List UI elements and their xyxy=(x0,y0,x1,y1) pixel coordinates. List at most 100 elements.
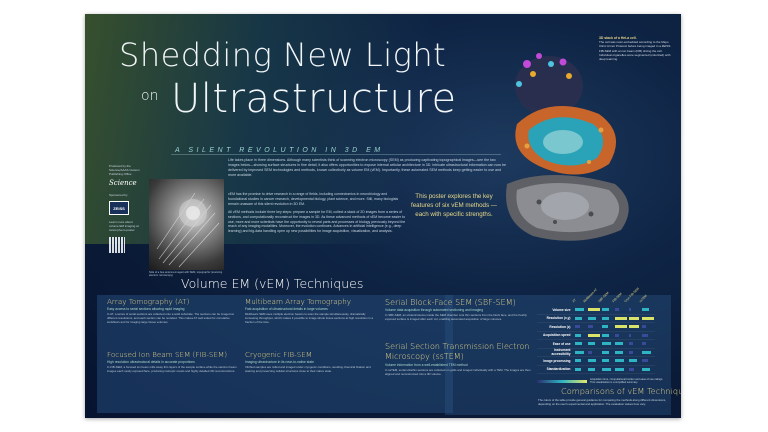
comparison-cell xyxy=(574,341,588,347)
comparison-bar xyxy=(642,308,649,312)
comparison-bar xyxy=(628,350,633,354)
comparison-cell xyxy=(614,358,628,364)
comparison-cell xyxy=(614,324,628,330)
comparison-cell xyxy=(601,324,615,330)
comparison-bar xyxy=(588,308,600,312)
comparison-bar xyxy=(601,325,609,329)
legend-text: Acquisition time, computational burden a… xyxy=(590,378,663,385)
comparison-cell xyxy=(601,358,615,364)
hela-cell-illustration xyxy=(489,34,649,254)
technique-desc: Imaging ultrastructure in its near-to-na… xyxy=(245,360,314,364)
intro-text: Life takes place in three dimensions. Al… xyxy=(228,158,506,177)
techniques-panel xyxy=(97,295,453,413)
comparison-bar xyxy=(601,333,610,337)
comparison-cell xyxy=(574,307,588,313)
comparison-cell xyxy=(641,341,655,347)
comparison-bar xyxy=(642,342,647,346)
technique-name: Focused Ion Beam SEM (FIB-SEM) xyxy=(107,350,228,359)
title-rule xyxy=(171,154,501,155)
technique-name: Multibeam Array Tomography xyxy=(245,297,352,306)
body-text: vEM has the promise to drive research in… xyxy=(228,192,406,237)
comparison-bar xyxy=(642,316,655,320)
body-paragraph-2: All vEM methods include three key steps:… xyxy=(228,209,406,234)
comparison-bar xyxy=(642,359,648,363)
comparison-row: Volume size xyxy=(537,306,655,315)
comparison-bar xyxy=(588,325,594,329)
comparison-bar xyxy=(615,350,624,354)
callout-text: This poster explores the key features of… xyxy=(411,193,497,218)
comparison-cell xyxy=(628,366,642,372)
comparison-cell xyxy=(628,349,642,355)
comparison-cell xyxy=(641,358,655,364)
comparison-bar xyxy=(574,325,580,329)
comparison-bar xyxy=(628,316,640,320)
comparison-cell xyxy=(641,324,655,330)
technique-desc: Fast acquisition of ultrastructural deta… xyxy=(245,307,328,311)
technique-sstem: Serial Section Transmission Electron Mic… xyxy=(385,342,535,377)
comparison-description: The colors of the table provide general … xyxy=(538,398,667,406)
comparison-cell xyxy=(614,332,628,338)
technique-desc: Volume data acquisition through automate… xyxy=(385,308,484,312)
comparison-cell xyxy=(574,324,588,330)
technique-name: Cryogenic FIB-SEM xyxy=(245,350,313,359)
technique-name: Serial Section Transmission Electron Mic… xyxy=(385,342,530,361)
comparison-bar xyxy=(574,342,583,346)
comparison-bar xyxy=(615,325,627,329)
comparison-cell xyxy=(641,332,655,338)
comparison-bar xyxy=(574,350,584,354)
technique-text: Vitrified samples are milled and imaged … xyxy=(245,365,371,373)
title-line-1: Shedding New Light xyxy=(119,36,447,74)
technique-desc: Volume information from a well-establish… xyxy=(385,363,468,367)
comparison-bar xyxy=(615,342,624,346)
comparison-bar xyxy=(574,359,581,363)
sidebar: Produced by the Science/AAAS Custom Publ… xyxy=(109,164,141,253)
comparison-cell xyxy=(614,307,628,313)
comparison-cell xyxy=(574,366,588,372)
comparison-cell xyxy=(574,349,588,355)
comparison-cell xyxy=(587,341,601,347)
technique-text: In FIB-SEM, a focused ion beam mills awa… xyxy=(107,365,237,373)
technique-text: In ssTEM, serial ultrathin sections are … xyxy=(385,368,531,376)
comparison-cell xyxy=(601,341,615,347)
comparison-cell xyxy=(587,307,601,313)
comparison-panel xyxy=(445,295,671,415)
comparison-bar xyxy=(642,333,648,337)
comparison-row-label: Volume size xyxy=(552,307,571,312)
comparison-bar xyxy=(601,308,610,312)
comparison-bar xyxy=(615,333,620,337)
technique-multibeam-at: Multibeam Array Tomography Fast acquisit… xyxy=(245,297,375,325)
comparison-bar xyxy=(601,316,610,320)
technique-cryo-fib-sem: Cryogenic FIB-SEM Imaging ultrastructure… xyxy=(245,350,375,374)
body-paragraph-1: vEM has the promise to drive research in… xyxy=(228,192,399,206)
comparison-cell xyxy=(587,315,601,321)
technique-text: Multibeam SEM uses multiple electron bea… xyxy=(245,312,374,324)
cell-caption-text: The cell was resin-embedded according to… xyxy=(599,40,671,62)
comparison-cell xyxy=(574,358,588,364)
comparison-cell xyxy=(614,366,628,372)
produced-by: Produced by the Science/AAAS Custom Publ… xyxy=(109,164,140,176)
comparison-cell xyxy=(628,307,642,313)
comparison-cell xyxy=(614,349,628,355)
sponsored-by: Sponsored by xyxy=(109,193,128,197)
comparison-cell xyxy=(641,366,655,372)
cell-caption: 3D stack of a HeLa cell. The cell was re… xyxy=(599,36,675,61)
technique-text: In SBF-SEM, an ultramicrotome inside the… xyxy=(385,313,527,321)
comparison-bar xyxy=(615,316,627,320)
comparison-cell xyxy=(641,349,655,355)
comparison-row-label: Acquisition speed xyxy=(543,333,571,338)
comparison-cell xyxy=(574,315,588,321)
comparison-row-label: Resolution (x,y) xyxy=(546,316,571,321)
comparison-row: Standardization xyxy=(537,366,655,374)
technique-array-tomography: Array Tomography (AT) Easy access to ser… xyxy=(107,297,235,325)
sem-caption: Side of a bee antenna imaged with SEM, t… xyxy=(149,271,223,278)
comparison-row-label: Resolution (z) xyxy=(549,324,571,329)
technique-text: In AT, a series of serial sections are c… xyxy=(107,312,234,324)
comparison-bar xyxy=(588,359,596,363)
comparison-row-label: Image processing xyxy=(543,358,571,363)
comparison-bar xyxy=(642,325,647,329)
comparison-bar xyxy=(601,359,610,363)
zeiss-logo: ZEISS xyxy=(109,201,129,215)
comparison-bar xyxy=(642,350,652,354)
comparison-bar xyxy=(588,350,592,354)
title-on: on xyxy=(141,88,159,104)
